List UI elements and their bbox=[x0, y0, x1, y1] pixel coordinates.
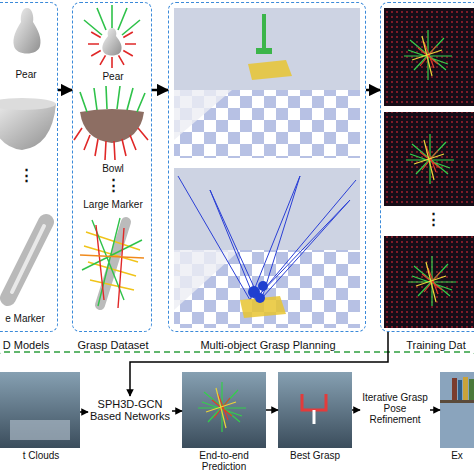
book bbox=[458, 380, 462, 400]
book bbox=[452, 378, 457, 400]
grasp-lines bbox=[84, 232, 140, 290]
node-label: ⋮ bbox=[391, 211, 474, 226]
pipeline-step: SPH3D-GCN Based Networks bbox=[88, 396, 172, 428]
stage-panel: Pear⋮e MarkerD Models bbox=[0, 2, 58, 332]
pipeline-step: t Clouds bbox=[0, 372, 80, 448]
node-label: Multi-object Grasp Planning bbox=[169, 339, 367, 351]
node-label: t Clouds bbox=[5, 450, 77, 461]
flow-arrow bbox=[130, 332, 388, 396]
node-label: Large Marker bbox=[73, 199, 153, 210]
training-scene bbox=[384, 112, 474, 206]
node-label: Best Grasp bbox=[278, 450, 352, 461]
flow-arrow bbox=[430, 409, 440, 411]
grasp-lines bbox=[96, 225, 124, 308]
gripper bbox=[256, 48, 272, 54]
pear-model bbox=[102, 28, 121, 56]
node-label: ⋮ bbox=[1, 167, 51, 182]
stage-panel: ⋮Training Dat bbox=[380, 2, 474, 332]
pear-model bbox=[13, 8, 40, 54]
pipeline-step: Ex bbox=[440, 372, 474, 448]
sim-shade bbox=[174, 250, 240, 310]
section-border bbox=[0, 352, 474, 474]
flow-arrow bbox=[266, 409, 278, 411]
grasp-lines bbox=[404, 30, 452, 80]
grasp-lines bbox=[74, 128, 148, 160]
best-grasp-scene bbox=[278, 372, 352, 448]
node-label: e Marker bbox=[0, 313, 55, 324]
scene-table bbox=[10, 420, 70, 440]
sim-background bbox=[174, 168, 360, 328]
flow-arrow bbox=[172, 410, 182, 412]
node-label: Iterative Grasp Pose Refinement bbox=[360, 392, 430, 425]
book bbox=[469, 379, 474, 400]
node-label: D Models bbox=[0, 339, 55, 351]
flow-arrow bbox=[152, 89, 168, 92]
book bbox=[463, 377, 468, 400]
point-cloud-scene bbox=[0, 372, 80, 448]
node-label: SPH3D-GCN Based Networks bbox=[88, 398, 172, 422]
prediction-scene bbox=[182, 372, 266, 448]
shelf bbox=[440, 400, 474, 403]
node-label: End-to-end Prediction bbox=[176, 450, 272, 472]
execution-scene bbox=[440, 372, 474, 448]
flow-arrow bbox=[80, 411, 88, 413]
node-label: Pear bbox=[73, 71, 153, 82]
marker-model bbox=[8, 222, 46, 298]
flow-arrow bbox=[58, 89, 72, 92]
grasp-lines bbox=[82, 218, 142, 306]
node-label: ⋮ bbox=[73, 177, 153, 192]
marker-highlight bbox=[12, 226, 44, 292]
object-cluster bbox=[255, 293, 265, 303]
stage-panel: Multi-object Grasp Planning bbox=[168, 2, 366, 332]
sim-floor bbox=[174, 90, 360, 158]
node-label: Training Dat bbox=[397, 339, 474, 351]
sim-floor bbox=[174, 250, 360, 328]
grasp-lines bbox=[88, 32, 136, 68]
grasp-lines bbox=[80, 255, 144, 258]
training-scene bbox=[384, 236, 474, 328]
grasp-lines bbox=[408, 256, 456, 306]
node-label: Ex bbox=[440, 450, 474, 461]
grasp-lines bbox=[198, 382, 246, 432]
gripper bbox=[313, 410, 316, 424]
pipeline-step: End-to-end Prediction bbox=[182, 372, 266, 448]
flow-arrow bbox=[352, 409, 360, 411]
node-label: Grasp Dataset bbox=[69, 339, 157, 351]
object-cluster bbox=[258, 281, 268, 291]
grasp-lines bbox=[80, 86, 145, 112]
training-scene bbox=[384, 8, 474, 106]
tray bbox=[248, 60, 292, 80]
planning-paths bbox=[178, 176, 356, 300]
gripper bbox=[302, 394, 326, 410]
sim-shade bbox=[174, 90, 232, 140]
bowl-rim bbox=[0, 98, 56, 110]
gripper bbox=[262, 14, 266, 48]
stage-panel: PearBowl⋮Large MarkerGrasp Dataset bbox=[72, 2, 152, 332]
flow-arrow bbox=[366, 89, 380, 92]
pipeline-step: Best Grasp bbox=[278, 372, 352, 448]
node-label: Pear bbox=[1, 69, 51, 80]
pipeline-step: Iterative Grasp Pose Refinement bbox=[360, 390, 430, 430]
sim-background bbox=[174, 8, 360, 158]
grasp-lines bbox=[84, 5, 140, 35]
grasp-lines bbox=[406, 134, 454, 184]
node-label: Bowl bbox=[73, 163, 153, 174]
